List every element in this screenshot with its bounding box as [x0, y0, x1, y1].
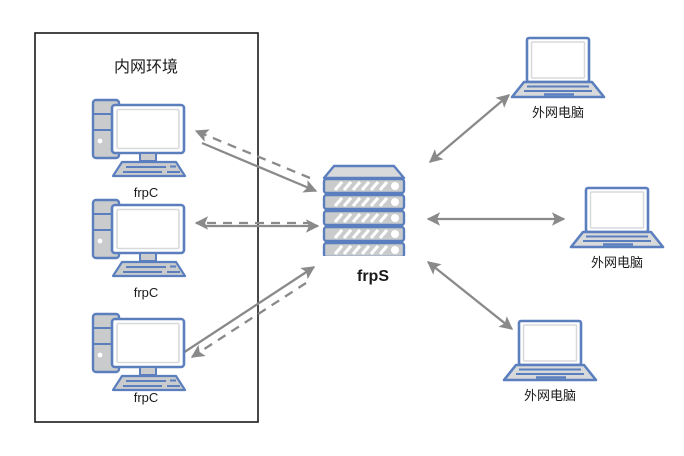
desktop-computer-icon [91, 198, 187, 278]
conn-frpc1-dashed [194, 129, 311, 180]
node-external-1[interactable]: 外网电脑 [510, 36, 606, 120]
node-frpc-2[interactable]: frpC [91, 198, 187, 300]
conn-ext3-bidirectional [426, 261, 514, 330]
node-external-1-label: 外网电脑 [532, 105, 584, 120]
connection-group-external [426, 94, 566, 330]
node-frps-label: frpS [357, 268, 389, 285]
conn-ext1-bidirectional [428, 94, 511, 163]
server-rack-icon [322, 164, 406, 256]
conn-frpc3-dashed [190, 282, 307, 358]
connection-group-internal [182, 129, 320, 358]
intranet-zone-title: 内网环境 [114, 57, 178, 76]
desktop-computer-icon [91, 98, 187, 178]
intranet-zone-border [34, 32, 259, 423]
node-external-2[interactable]: 外网电脑 [569, 186, 665, 270]
node-frpc-3-label: frpC [134, 390, 159, 405]
node-frpc-2-label: frpC [134, 285, 159, 300]
node-external-3[interactable]: 外网电脑 [502, 319, 598, 403]
laptop-icon [502, 319, 598, 382]
laptop-icon [569, 186, 665, 249]
conn-frpc3-solid [182, 266, 316, 354]
intranet-zone: 内网环境 [34, 32, 259, 423]
node-external-2-label: 外网电脑 [591, 255, 643, 270]
desktop-computer-icon [91, 312, 187, 392]
node-frpc-1-label: frpC [134, 185, 159, 200]
node-frpc-1[interactable]: frpC [91, 98, 187, 200]
node-frps[interactable]: frpS [322, 164, 406, 285]
node-external-3-label: 外网电脑 [524, 388, 576, 403]
laptop-icon [510, 36, 606, 99]
node-frpc-3[interactable]: frpC [91, 312, 187, 405]
conn-frpc1-solid [201, 141, 318, 193]
